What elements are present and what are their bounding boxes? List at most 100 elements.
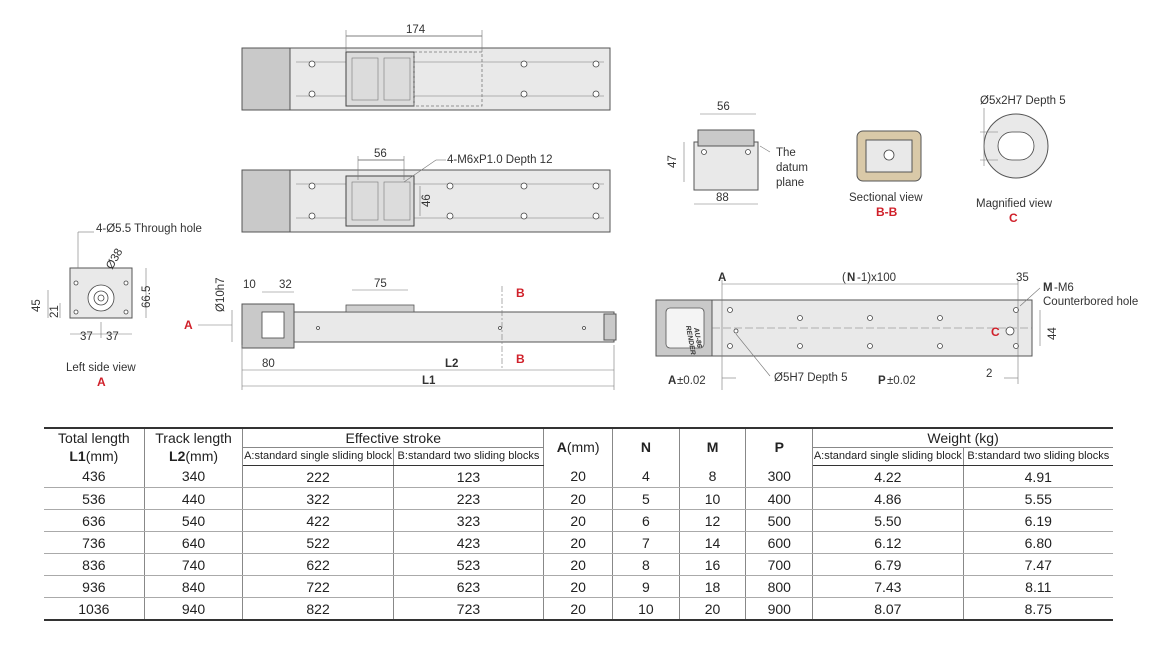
dim-56-top: 56 [374, 148, 387, 160]
m-letter: M [1043, 282, 1053, 294]
table-cell: 6.19 [963, 509, 1113, 532]
datum-line-2: datum [776, 162, 808, 174]
letter-b-bottom: B [516, 352, 525, 366]
label-l2: L2 [445, 358, 458, 370]
table-cell: 20 [543, 597, 614, 621]
sectional-view: Sectional view B-B [849, 130, 923, 219]
table-cell: 722 [242, 575, 394, 598]
table-cell: 940 [144, 597, 244, 621]
datum-line-1: The [776, 147, 796, 159]
n-open: ( [842, 272, 846, 284]
table-cell: 8.11 [963, 575, 1113, 598]
table-cell: 8.75 [963, 597, 1113, 621]
letter-b-top: B [516, 286, 525, 300]
table-cell: 20 [543, 509, 614, 532]
table-cell: 5 [612, 487, 680, 510]
header-n: N [612, 427, 680, 466]
table-cell: 440 [144, 487, 244, 510]
left-side-view: 4-Ø5.5 Through hole Ø38 45 21 37 37 66.5… [31, 223, 202, 389]
table-cell: 9 [612, 575, 680, 598]
table-cell: 6 [612, 509, 680, 532]
sectional-view-caption: Sectional view [849, 192, 923, 204]
tol-p: ±0.02 [887, 375, 916, 387]
table-cell: 323 [393, 509, 545, 532]
dim-56-end: 56 [717, 101, 730, 113]
datum-line-3: plane [776, 177, 804, 189]
table-cell: 523 [393, 553, 545, 576]
table-cell: 300 [745, 465, 814, 488]
header-weight-a: A:standard single sliding block [812, 447, 964, 466]
table-cell: 4.86 [812, 487, 964, 510]
table-cell: 20 [543, 531, 614, 554]
tol-p-letter: P [878, 375, 886, 387]
magnified-dim-label: Ø5x2H7 Depth 5 [980, 95, 1066, 107]
table-cell: 7.43 [812, 575, 964, 598]
table-cell: 623 [393, 575, 545, 598]
table-cell: 322 [242, 487, 394, 510]
header-effective-stroke: Effective stroke [242, 427, 545, 448]
table-cell: 10 [612, 597, 680, 621]
tol-a: ±0.02 [677, 375, 706, 387]
table-cell: 522 [242, 531, 394, 554]
table-cell: 7.47 [963, 553, 1113, 576]
dim-45: 45 [31, 299, 43, 312]
table-cell: 436 [44, 465, 145, 488]
table-cell: 8 [612, 553, 680, 576]
m6-depth-label: 4-M6xP1.0 Depth 12 [447, 154, 552, 166]
table-cell: 640 [144, 531, 244, 554]
table-cell: 12 [679, 509, 747, 532]
magnified-view-letter: C [1009, 211, 1018, 225]
technical-drawing: 174 56 4-M6xP1.0 Depth 12 46 4-Ø5.5 Thr [31, 24, 1138, 390]
n-rest: -1)x100 [857, 272, 896, 284]
letter-a-left: A [184, 318, 193, 332]
table-cell: 422 [242, 509, 394, 532]
dim-88: 88 [716, 192, 729, 204]
header-stroke-b: B:standard two sliding blocks [393, 447, 545, 466]
table-cell: 400 [745, 487, 814, 510]
table-cell: 600 [745, 531, 814, 554]
left-side-view-caption: Left side view [66, 362, 136, 374]
table-cell: 740 [144, 553, 244, 576]
table-cell: 6.12 [812, 531, 964, 554]
table-cell: 20 [543, 465, 614, 488]
top-view-2: 56 4-M6xP1.0 Depth 12 46 [241, 148, 611, 233]
table-cell: 736 [44, 531, 145, 554]
table-cell: 1036 [44, 597, 145, 621]
dim-80: 80 [262, 358, 275, 370]
header-weight-b: B:standard two sliding blocks [963, 447, 1113, 466]
table-cell: 20 [543, 553, 614, 576]
table-cell: 10 [679, 487, 747, 510]
header-a: A(mm) [543, 427, 614, 466]
dim-21: 21 [49, 305, 61, 318]
letter-c: C [991, 325, 1000, 339]
header-stroke-a: A:standard single sliding block [242, 447, 394, 466]
table-cell: 18 [679, 575, 747, 598]
dim-37a: 37 [80, 331, 93, 343]
table-cell: 8.07 [812, 597, 964, 621]
plan-top-a: A [718, 272, 726, 284]
table-cell: 4.22 [812, 465, 964, 488]
header-p: P [745, 427, 814, 466]
left-side-view-letter: A [97, 375, 106, 389]
table-cell: 20 [543, 487, 614, 510]
tol-a-letter: A [668, 375, 676, 387]
table-cell: 340 [144, 465, 244, 488]
table-cell: 536 [44, 487, 145, 510]
table-cell: 223 [393, 487, 545, 510]
table-cell: 123 [393, 465, 545, 488]
end-view: 56 47 88 The datum plane [667, 101, 808, 205]
table-cell: 500 [745, 509, 814, 532]
sectional-view-letter: B-B [876, 205, 898, 219]
n-letter: N [847, 272, 855, 284]
dim-10h7: Ø10h7 [215, 277, 227, 312]
through-hole-label: 4-Ø5.5 Through hole [96, 223, 202, 235]
